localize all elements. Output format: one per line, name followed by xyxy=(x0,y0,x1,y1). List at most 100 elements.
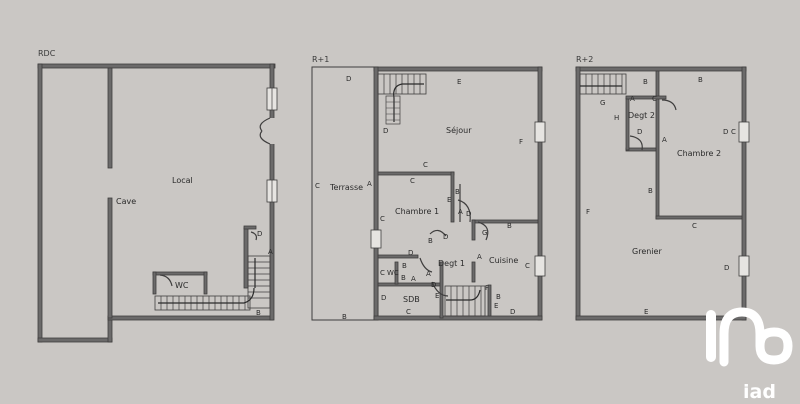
door-swing xyxy=(661,99,677,111)
dimension-mark: D xyxy=(381,294,386,302)
dimension-mark: B xyxy=(401,274,406,282)
wall xyxy=(377,254,419,259)
dimension-mark: C xyxy=(525,262,530,270)
dimension-mark: F xyxy=(519,138,523,146)
wall xyxy=(655,70,660,220)
door-swing xyxy=(250,231,258,241)
wall xyxy=(203,271,208,295)
wall xyxy=(625,147,657,152)
dimension-mark: D xyxy=(383,127,388,135)
dimension-mark: B xyxy=(648,187,653,195)
wall xyxy=(625,97,630,151)
room-label-wc: WC xyxy=(175,281,189,290)
wall xyxy=(107,197,113,319)
wall xyxy=(243,225,257,230)
dimension-mark: H xyxy=(614,114,619,122)
wall xyxy=(243,227,249,289)
dimension-mark: B xyxy=(698,76,703,84)
dimension-mark: D xyxy=(346,75,351,83)
dimension-mark: D xyxy=(723,128,728,136)
dimension-mark: G xyxy=(600,99,605,107)
wall xyxy=(575,66,581,321)
wall xyxy=(537,66,543,321)
dimension-mark: C xyxy=(406,308,411,316)
dimension-mark: A xyxy=(458,208,463,216)
room-label-grenier: Grenier xyxy=(632,247,662,256)
wall xyxy=(471,219,539,224)
dimension-mark: A xyxy=(268,248,273,256)
wall xyxy=(373,66,379,321)
dimension-mark: E xyxy=(447,196,451,204)
wall xyxy=(37,337,113,343)
dimension-mark: E xyxy=(644,308,648,316)
wall xyxy=(575,66,747,72)
window xyxy=(534,255,546,277)
wall xyxy=(394,261,399,285)
logo-text: iad xyxy=(743,381,776,403)
door-swing xyxy=(629,135,643,151)
dimension-mark: F xyxy=(485,284,489,292)
dimension-mark: A xyxy=(477,253,482,261)
room-label-cave: Cave xyxy=(116,197,136,206)
room-label-local: Local xyxy=(172,176,193,185)
room-label-sejour: Séjour xyxy=(446,125,472,135)
dimension-mark: G xyxy=(482,229,487,237)
wall xyxy=(625,95,667,100)
dimension-mark: B xyxy=(342,313,347,321)
dimension-mark: B xyxy=(402,262,407,270)
dimension-mark: D xyxy=(510,308,515,316)
plan-r2-title: R+2 xyxy=(576,55,593,64)
door-swing xyxy=(477,221,489,241)
dimension-mark: C xyxy=(410,177,415,185)
dimension-mark: D xyxy=(431,281,436,289)
plan-r1: R+1 xyxy=(311,55,546,321)
dimension-mark: B xyxy=(643,78,648,86)
staircase xyxy=(154,255,271,311)
dimension-marks: B G A C H D A C B D C F C D E B F xyxy=(586,76,736,316)
staircase xyxy=(444,285,486,317)
dimension-mark: C xyxy=(380,215,385,223)
room-label-chambre2: Chambre 2 xyxy=(677,149,721,158)
window xyxy=(534,121,546,143)
door-swing xyxy=(431,281,449,297)
double-door xyxy=(259,117,271,145)
wall xyxy=(471,219,476,241)
wall xyxy=(377,171,455,176)
dimension-mark: B xyxy=(496,293,501,301)
wall xyxy=(37,63,43,343)
room-label-terrasse: Terrasse xyxy=(329,183,363,192)
dimension-mark: C xyxy=(315,182,320,190)
dimension-mark: D xyxy=(724,264,729,272)
dimension-mark: C xyxy=(380,269,385,277)
dimension-mark: A xyxy=(426,270,431,278)
dimension-marks: D E D F C C A C E B A D B G D B A C D B … xyxy=(315,75,530,321)
dimension-mark: E xyxy=(457,78,461,86)
dimension-mark: C xyxy=(731,128,736,136)
dimension-mark: D xyxy=(466,210,471,218)
room-label-wc: WC xyxy=(387,269,399,277)
plan-rdc: RDC Cave xyxy=(37,49,278,343)
dimension-mark: E xyxy=(435,292,439,300)
dimension-mark: C xyxy=(692,222,697,230)
door-swing xyxy=(429,229,447,237)
dimension-mark: B xyxy=(256,309,261,317)
dimension-mark: A xyxy=(367,180,372,188)
door-swing xyxy=(419,257,433,273)
dimension-mark: D xyxy=(257,230,262,238)
wall xyxy=(575,315,747,321)
wall xyxy=(655,215,743,220)
wall xyxy=(439,261,444,319)
dimension-mark: C xyxy=(652,95,657,103)
wall xyxy=(373,66,543,72)
wall xyxy=(373,315,543,321)
wall xyxy=(107,67,113,169)
dimension-mark: A xyxy=(662,136,667,144)
dimension-mark: B xyxy=(507,222,512,230)
room-label-degt1: Degt 1 xyxy=(438,259,465,268)
door-swing xyxy=(159,274,173,287)
dimension-mark: F xyxy=(586,208,590,216)
wall xyxy=(152,271,157,295)
dimension-mark: C xyxy=(423,161,428,169)
window xyxy=(738,121,750,143)
